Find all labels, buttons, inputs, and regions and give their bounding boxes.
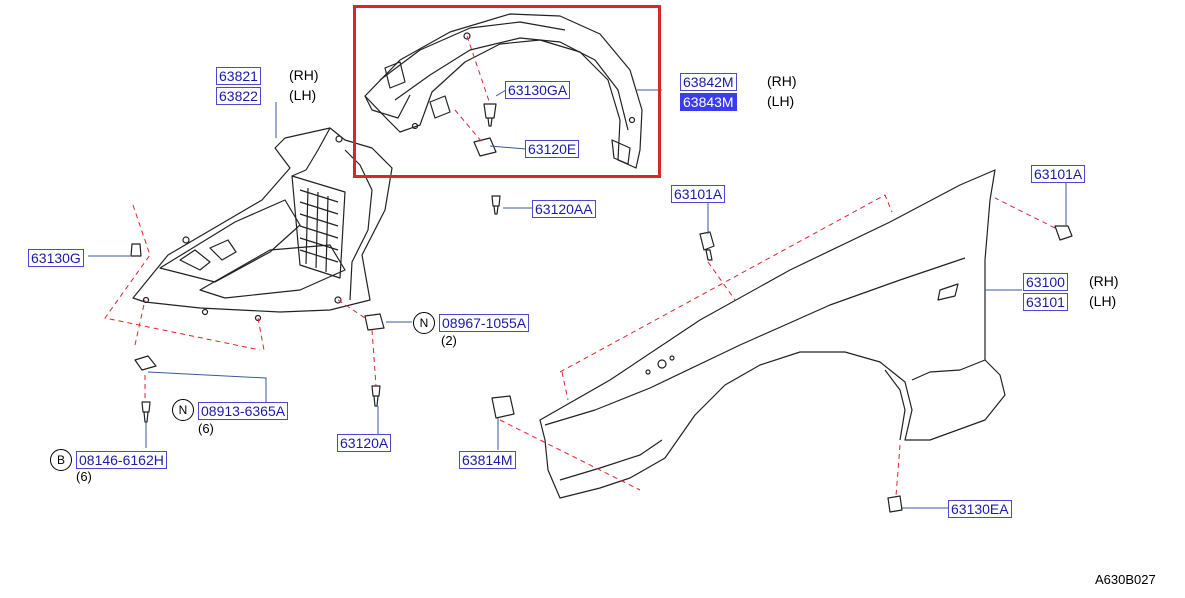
part-63822[interactable]: 63822 (216, 87, 261, 105)
part-63101[interactable]: 63101 (1023, 293, 1068, 311)
fastener-drawings (130, 103, 1073, 513)
quantity-label: (6) (76, 469, 92, 484)
dashed-guide-lines (104, 35, 1056, 497)
highlight-box (353, 5, 661, 178)
side-lh-label: (LH) (1089, 293, 1117, 309)
side-rh-label: (RH) (767, 73, 797, 89)
part-63842M[interactable]: 63842M (680, 73, 737, 91)
part-63101A-right[interactable]: 63101A (1031, 165, 1086, 183)
quantity-label: (6) (198, 421, 214, 436)
front-fender-liner-drawing (132, 127, 393, 322)
bolt-symbol-circle: B (50, 449, 72, 471)
part-08913-6365A[interactable]: 08913-6365A (198, 402, 289, 420)
quantity-label: (2) (441, 333, 457, 348)
side-lh-label: (LH) (289, 87, 317, 103)
part-63120A[interactable]: 63120A (337, 434, 392, 452)
rear-wheel-house-liner-drawing (364, 13, 643, 169)
part-63120AA[interactable]: 63120AA (532, 200, 596, 218)
part-63843M[interactable]: 63843M (680, 93, 737, 111)
part-08146-6162H[interactable]: 08146-6162H (76, 451, 167, 469)
leader-lines (88, 89, 1067, 509)
front-fender-panel-drawing (539, 169, 1006, 499)
part-63100[interactable]: 63100 (1023, 273, 1068, 291)
part-08967-1055A[interactable]: 08967-1055A (439, 314, 530, 332)
part-63130EA[interactable]: 63130EA (948, 500, 1012, 518)
diagram-code: A630B027 (1095, 572, 1156, 587)
side-rh-label: (RH) (289, 67, 319, 83)
nut-symbol-circle: N (172, 399, 194, 421)
side-lh-label: (LH) (767, 93, 795, 109)
part-63130G[interactable]: 63130G (28, 249, 84, 267)
nut-symbol-circle: N (413, 312, 435, 334)
part-63130GA[interactable]: 63130GA (505, 81, 571, 99)
part-63814M[interactable]: 63814M (459, 451, 516, 469)
side-rh-label: (RH) (1089, 273, 1119, 289)
part-63101A-left[interactable]: 63101A (671, 185, 726, 203)
part-63821[interactable]: 63821 (216, 67, 261, 85)
part-63120E[interactable]: 63120E (525, 140, 580, 158)
